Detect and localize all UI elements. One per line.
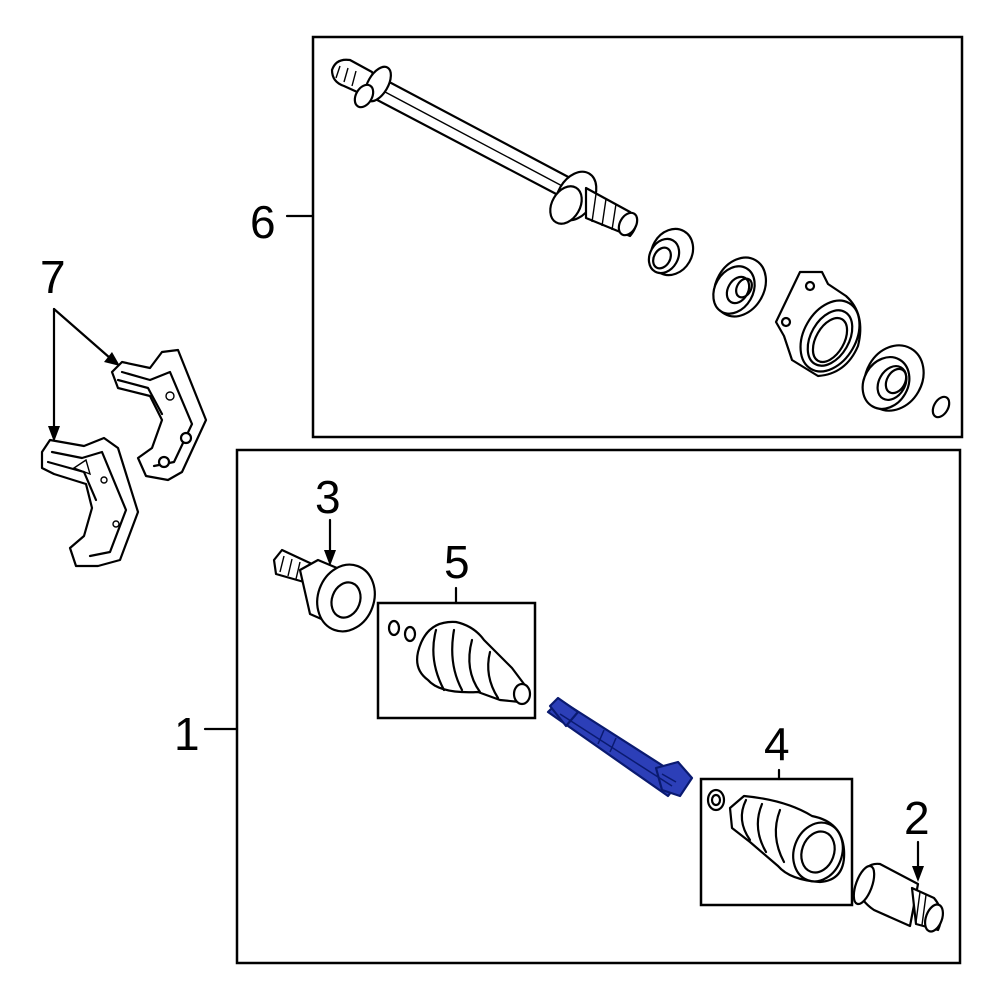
snap-ring[interactable]: [929, 394, 952, 420]
intermediate-shaft[interactable]: [330, 58, 641, 239]
callout-7[interactable]: 7: [40, 251, 66, 303]
outer-cv-joint[interactable]: [850, 862, 947, 933]
callout-4[interactable]: 4: [764, 718, 790, 770]
bearing-ring-1[interactable]: [643, 221, 702, 283]
callout-7-arrow-b: [104, 352, 120, 366]
outer-boot-kit[interactable]: [706, 788, 851, 888]
callout-7-leader-b: [52, 307, 112, 360]
bearing-support-bracket[interactable]: [774, 270, 872, 382]
callout-3-arrow: [324, 550, 336, 566]
inner-cv-joint-housing[interactable]: [272, 548, 384, 640]
axle-assembly-group: 1 3 5: [174, 448, 962, 965]
bracket-upper[interactable]: [110, 348, 208, 482]
callout-3[interactable]: 3: [315, 471, 341, 523]
callout-5[interactable]: 5: [444, 536, 470, 588]
callout-1[interactable]: 1: [174, 708, 200, 760]
callout-2[interactable]: 2: [904, 792, 930, 844]
axle-assembly-box: [235, 448, 962, 965]
callout-6[interactable]: 6: [250, 196, 276, 248]
bracket-lower[interactable]: [40, 436, 140, 568]
intermediate-shaft-group: 6: [250, 35, 964, 439]
bracket-group: 7: [40, 251, 208, 568]
callout-2-arrow: [912, 866, 924, 882]
inner-boot-kit-box: [376, 601, 537, 720]
bearing[interactable]: [704, 248, 777, 326]
callout-7-arrow-a: [48, 426, 60, 442]
seal[interactable]: [853, 335, 935, 422]
outer-boot-kit-box: [699, 777, 854, 907]
axle-shaft-highlighted[interactable]: [546, 696, 694, 798]
inner-boot-kit[interactable]: [387, 619, 532, 706]
intermediate-shaft-box: [311, 35, 964, 439]
